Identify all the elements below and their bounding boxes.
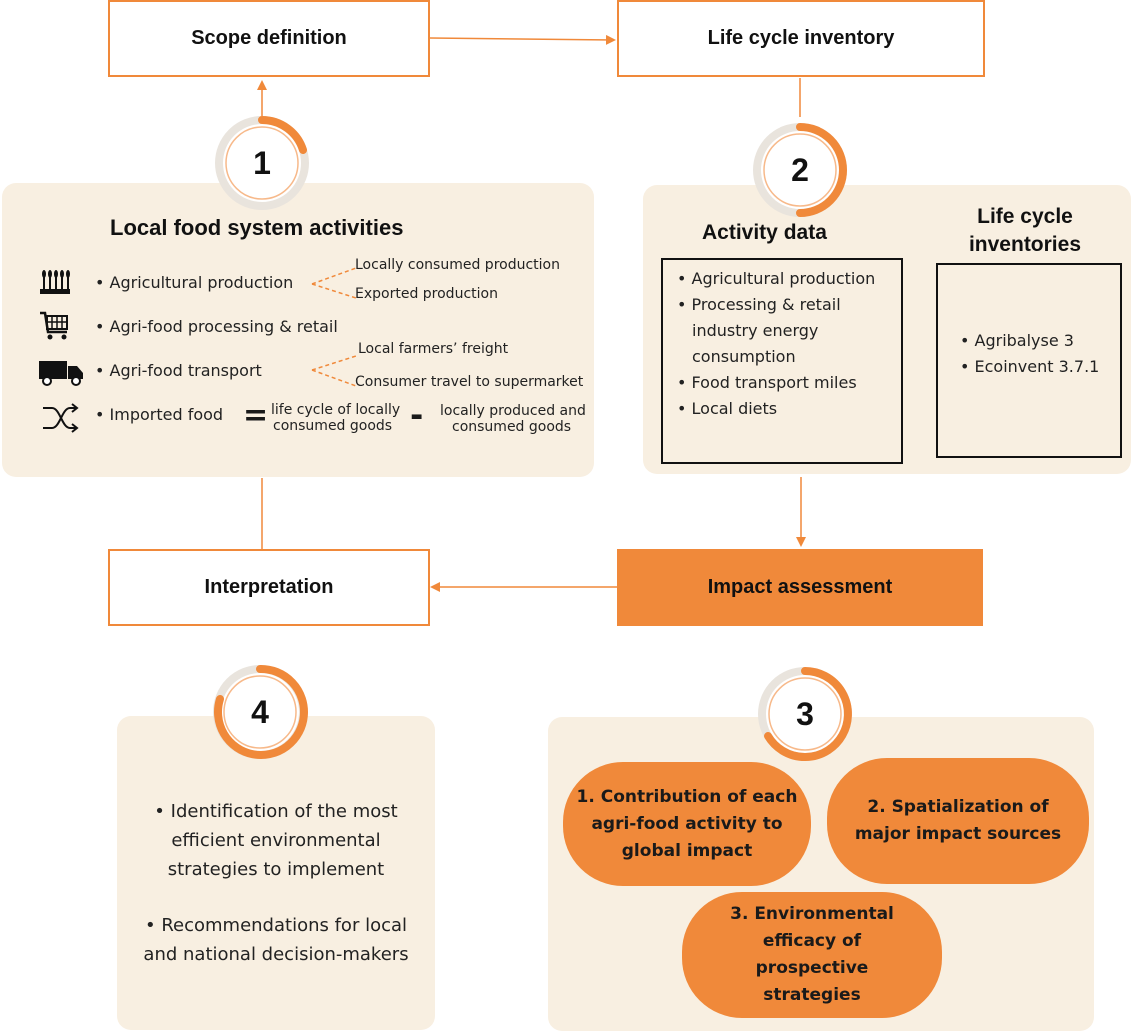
stage-impact-assessment: Impact assessment: [617, 549, 983, 626]
transport-consumer-label: Consumer travel to supermarket: [355, 374, 584, 390]
lci-box: [936, 263, 1122, 458]
lci-item: • Agribalyse 3: [960, 331, 1074, 350]
pill-line: 3. Environmental: [730, 904, 894, 924]
pill-line: efficacy of: [762, 931, 862, 951]
activity-item: • Local diets: [677, 399, 778, 418]
rec-line: and national decision-makers: [143, 944, 409, 965]
panel-activity-data: [643, 185, 1131, 474]
progress-ring-icon: [753, 123, 847, 217]
result-pill-contribution: 1. Contribution of each agri-food activi…: [563, 762, 811, 886]
activity-item: • Food transport miles: [677, 373, 857, 392]
activity-item: • Processing & retail: [677, 295, 841, 314]
agri-export-label: Exported production: [355, 286, 498, 302]
rec-line: • Recommendations for local: [144, 915, 408, 936]
lc-line-2: consumed goods: [273, 418, 393, 434]
branch-lines-agri: [311, 267, 357, 299]
pill-line: prospective: [755, 958, 869, 978]
arrow-scope-to-inventory: [429, 34, 616, 45]
rec-line: • Identification of the most: [154, 801, 398, 822]
step-number: 1: [253, 144, 271, 181]
branch-lines-transport: [311, 355, 357, 387]
delivery-truck-icon: [39, 361, 83, 386]
rec-line: efficient environmental: [171, 830, 381, 851]
lc-line-1: life cycle of locally: [271, 402, 401, 418]
lci-title: Life cycle inventories: [935, 203, 1115, 259]
stage-life-cycle-inventory: Life cycle inventory: [617, 0, 985, 77]
activity-transport: • Agri-food transport: [95, 361, 262, 380]
recommendation-decision-makers: • Recommendations for local and national…: [117, 911, 435, 969]
crossing-arrows-icon: [43, 403, 79, 433]
activity-imported-food: • Imported food: [95, 405, 224, 424]
step-badge-4: 4: [210, 662, 310, 762]
activity-processing-retail: • Agri-food processing & retail: [95, 317, 338, 336]
progress-ring-icon: [758, 667, 852, 761]
step-number: 4: [251, 693, 269, 730]
lp-line-2: consumed goods: [452, 419, 572, 435]
stage-scope-definition: Scope definition: [108, 0, 430, 77]
pill-line: global impact: [621, 840, 753, 861]
recommendation-identification: • Identification of the most efficient e…: [117, 797, 435, 884]
activity-item: consumption: [692, 347, 796, 366]
progress-ring-icon: [213, 664, 308, 759]
minus-sign: -: [410, 396, 424, 434]
stage-interpretation: Interpretation: [108, 549, 430, 626]
activity-item: industry energy: [692, 321, 819, 340]
activity-data-title: Activity data: [702, 221, 827, 244]
panel1-title: Local food system activities: [110, 215, 404, 240]
panel-local-food-system: [2, 183, 594, 477]
step-number: 2: [791, 151, 809, 188]
step-badge-2: 2: [750, 120, 850, 220]
activity-data-list: • Agricultural production • Processing &…: [677, 266, 875, 422]
lp-line-1: locally produced and: [440, 403, 586, 419]
lci-list: • Agribalyse 3 • Ecoinvent 3.7.1: [960, 328, 1099, 380]
agri-local-label: Locally consumed production: [355, 257, 560, 273]
result-pill-strategies: 3. Environmental efficacy of prospective…: [682, 892, 942, 1018]
equals-sign: =: [243, 398, 269, 433]
lci-title-line: Life cycle: [977, 205, 1073, 228]
rec-line: strategies to implement: [167, 859, 385, 880]
step-number: 3: [796, 695, 814, 732]
transport-farmers-label: Local farmers’ freight: [358, 341, 509, 357]
shopping-cart-icon: [40, 311, 68, 340]
progress-ring-icon: [215, 116, 309, 210]
pill-line: 2. Spatialization of: [867, 797, 1049, 817]
step-badge-3: 3: [755, 664, 855, 764]
step-badge-1: 1: [212, 113, 312, 213]
pill-line: 1. Contribution of each: [576, 786, 798, 807]
activity-agricultural-production: • Agricultural production: [95, 273, 294, 292]
activity-item: • Agricultural production: [677, 269, 876, 288]
lci-title-line: inventories: [968, 233, 1082, 256]
pill-line: strategies: [763, 985, 861, 1005]
panel-recommendations: [117, 716, 435, 1030]
lci-item: • Ecoinvent 3.7.1: [960, 357, 1100, 376]
wheat-field-icon: [40, 270, 70, 294]
pill-line: agri-food activity to: [591, 813, 783, 834]
activity-data-box: [661, 258, 903, 464]
pill-line: major impact sources: [854, 824, 1062, 844]
result-pill-spatialization: 2. Spatialization of major impact source…: [827, 758, 1089, 884]
